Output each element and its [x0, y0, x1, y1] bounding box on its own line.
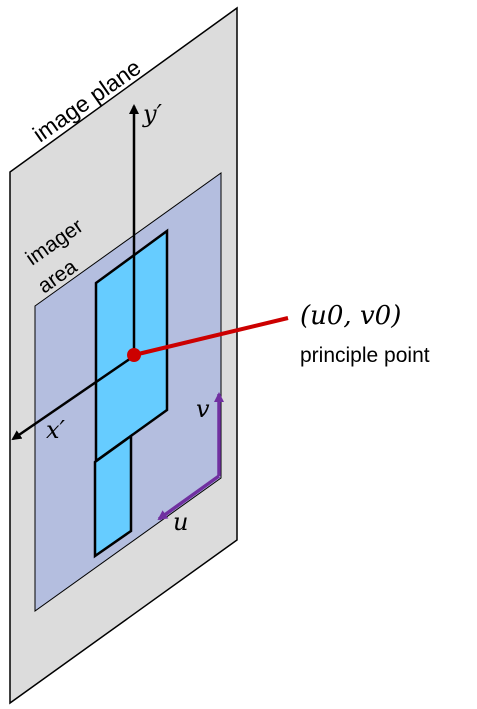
x-axis-label: x′: [46, 416, 66, 444]
u-axis-label: u: [173, 508, 188, 536]
u-axis-arrow: [157, 474, 221, 521]
v-axis-label: v: [196, 395, 210, 423]
y-axis-label: y′: [142, 100, 163, 128]
sensor-upper-rect: [94, 228, 169, 464]
principal-leader-line: [133, 316, 289, 357]
sensor-lower-rect: [93, 433, 133, 559]
principal-point-coordinates: (u0, v0): [300, 301, 401, 331]
principal-point: [127, 348, 141, 362]
principal-point-caption: principle point: [300, 344, 430, 367]
x-axis-arrow: [11, 354, 135, 441]
